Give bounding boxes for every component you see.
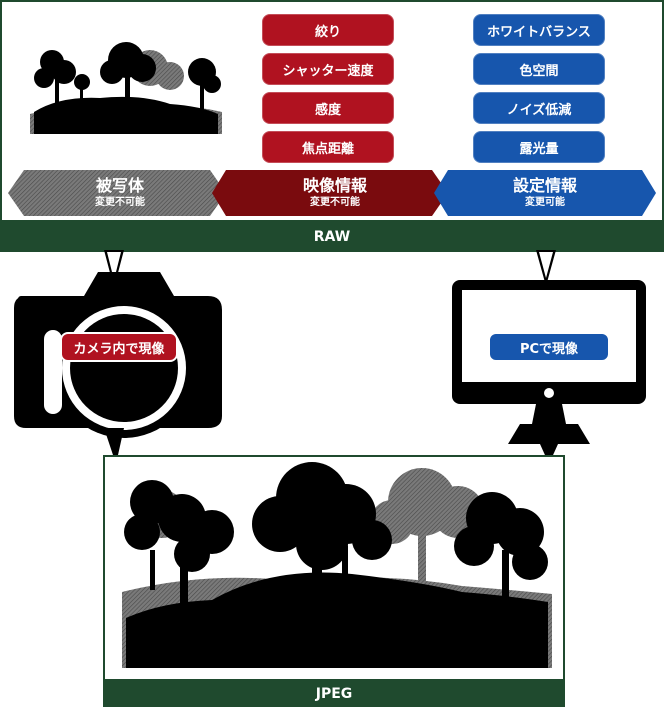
sensitivity-pill: 感度	[262, 92, 394, 124]
subject-title: 被写体	[96, 177, 144, 195]
white-balance-pill: ホワイトバランス	[473, 14, 605, 46]
exposure-pill: 露光量	[473, 131, 605, 163]
subject-label: 被写体 変更不可能	[40, 170, 200, 216]
settings-info-label: 設定情報 変更可能	[460, 170, 630, 216]
settings-info-title: 設定情報	[513, 177, 577, 195]
settings-info-subtitle: 変更可能	[525, 197, 565, 209]
image-info-subtitle: 変更不可能	[310, 197, 360, 209]
shutter-speed-pill: シャッター速度	[262, 53, 394, 85]
landscape-image	[122, 462, 552, 668]
image-info-label: 映像情報 変更不可能	[250, 170, 420, 216]
focal-length-pill: 焦点距離	[262, 131, 394, 163]
jpeg-label-bar: JPEG	[103, 681, 565, 707]
develop-on-pc-badge: PCで現像	[488, 332, 610, 362]
jpeg-label: JPEG	[316, 686, 353, 702]
subject-subtitle: 変更不可能	[95, 197, 145, 209]
raw-label-bar: RAW	[0, 222, 664, 252]
landscape-thumbnail	[30, 38, 222, 134]
image-info-title: 映像情報	[303, 177, 367, 195]
noise-reduction-pill: ノイズ低減	[473, 92, 605, 124]
develop-in-camera-badge: カメラ内で現像	[60, 332, 178, 362]
raw-label: RAW	[314, 229, 350, 245]
aperture-pill: 絞り	[262, 14, 394, 46]
color-space-pill: 色空間	[473, 53, 605, 85]
